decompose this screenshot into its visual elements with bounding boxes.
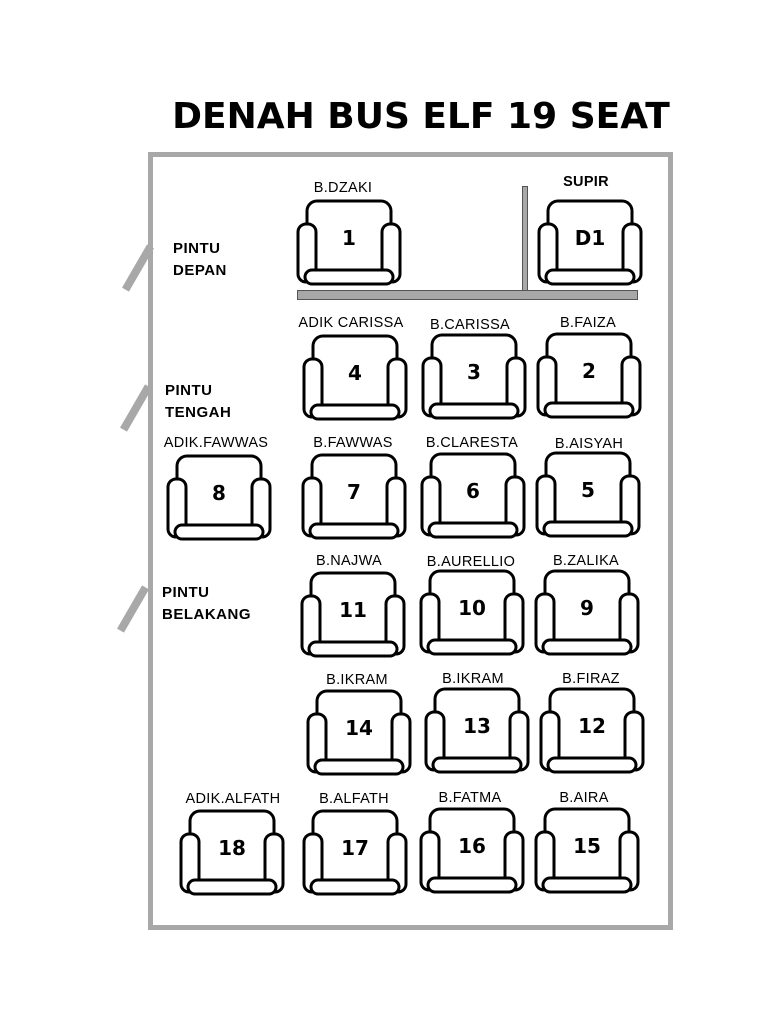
- seat-8: 8: [166, 453, 272, 541]
- seat-17: 17: [302, 808, 408, 896]
- armchair-icon: [534, 569, 640, 656]
- seat-3-number: 3: [467, 360, 481, 384]
- seat-9-number: 9: [580, 596, 594, 620]
- seat-18-label: ADIK.ALFATH: [185, 791, 281, 807]
- seat-9-label: B.ZALIKA: [552, 553, 620, 569]
- armchair-icon: [537, 199, 643, 286]
- seat-10-label: B.AURELLIO: [426, 554, 516, 570]
- seat-4: 4: [302, 333, 408, 421]
- diagram-title: DENAH BUS ELF 19 SEAT: [172, 96, 670, 137]
- seat-5: 5: [535, 450, 641, 538]
- seat-18-number: 18: [218, 836, 246, 860]
- seat-2-label: B.FAIZA: [559, 315, 617, 331]
- driver-label: SUPIR: [563, 174, 609, 190]
- seat-17-number: 17: [341, 836, 369, 860]
- seat-6-number: 6: [466, 479, 480, 503]
- seat-6: 6: [420, 451, 526, 539]
- seat-10-number: 10: [458, 596, 486, 620]
- seat-1-label: B.DZAKI: [313, 180, 373, 196]
- armchair-icon: [301, 453, 407, 540]
- seat-16: 16: [419, 806, 525, 894]
- seat-14-label: B.IKRAM: [326, 672, 388, 688]
- seat-7-number: 7: [347, 480, 361, 504]
- seat-17-label: B.ALFATH: [319, 791, 389, 807]
- seat-10: 10: [419, 568, 525, 656]
- seat-2: 2: [536, 331, 642, 419]
- seat-5-number: 5: [581, 478, 595, 502]
- seat-12-label: B.FIRAZ: [562, 671, 620, 687]
- armchair-icon: [539, 687, 645, 774]
- seat-2-number: 2: [582, 359, 596, 383]
- armchair-icon: [424, 687, 530, 774]
- armchair-icon: [302, 809, 408, 896]
- seat-11-label: B.NAJWA: [315, 553, 382, 569]
- armchair-icon: [536, 332, 642, 419]
- driver-seat-number: D1: [574, 226, 606, 250]
- seat-15-label: B.AIRA: [559, 790, 609, 806]
- seat-13: 13: [424, 686, 530, 774]
- armchair-icon: [420, 452, 526, 539]
- seat-1-number: 1: [342, 226, 356, 250]
- seat-16-number: 16: [458, 834, 486, 858]
- seat-7-label: B.FAWWAS: [313, 435, 393, 451]
- seat-14: 14: [306, 688, 412, 776]
- armchair-icon: [296, 199, 402, 286]
- seat-8-label: ADIK.FAWWAS: [163, 435, 269, 451]
- seat-1: 1: [296, 198, 402, 286]
- seat-13-number: 13: [463, 714, 491, 738]
- seat-7: 7: [301, 452, 407, 540]
- rear-door-marker: [117, 585, 149, 633]
- seat-15-number: 15: [573, 834, 601, 858]
- armchair-icon: [166, 454, 272, 541]
- driver-partition-vertical: [522, 186, 528, 292]
- seat-16-label: B.FATMA: [438, 790, 502, 806]
- seat-11: 11: [300, 570, 406, 658]
- seat-12: 12: [539, 686, 645, 774]
- seat-3-label: B.CARISSA: [429, 317, 511, 333]
- armchair-icon: [419, 807, 525, 894]
- seat-4-number: 4: [348, 361, 362, 385]
- seat-13-label: B.IKRAM: [442, 671, 504, 687]
- armchair-icon: [535, 451, 641, 538]
- armchair-icon: [419, 569, 525, 656]
- seat-8-number: 8: [212, 481, 226, 505]
- bus-outline: [148, 152, 673, 930]
- armchair-icon: [534, 807, 640, 894]
- armchair-icon: [421, 333, 527, 420]
- seat-11-number: 11: [339, 598, 367, 622]
- seat-18: 18: [179, 808, 285, 896]
- driver-partition-horizontal: [297, 290, 638, 300]
- armchair-icon: [302, 334, 408, 421]
- driver-seat: D1: [537, 198, 643, 286]
- armchair-icon: [300, 571, 406, 658]
- seat-9: 9: [534, 568, 640, 656]
- seat-15: 15: [534, 806, 640, 894]
- seat-4-label: ADIK CARISSA: [298, 315, 404, 331]
- armchair-icon: [179, 809, 285, 896]
- seat-5-label: B.AISYAH: [554, 436, 624, 452]
- seat-12-number: 12: [578, 714, 606, 738]
- armchair-icon: [306, 689, 412, 776]
- seat-14-number: 14: [345, 716, 373, 740]
- seat-6-label: B.CLARESTA: [425, 435, 519, 451]
- seat-3: 3: [421, 332, 527, 420]
